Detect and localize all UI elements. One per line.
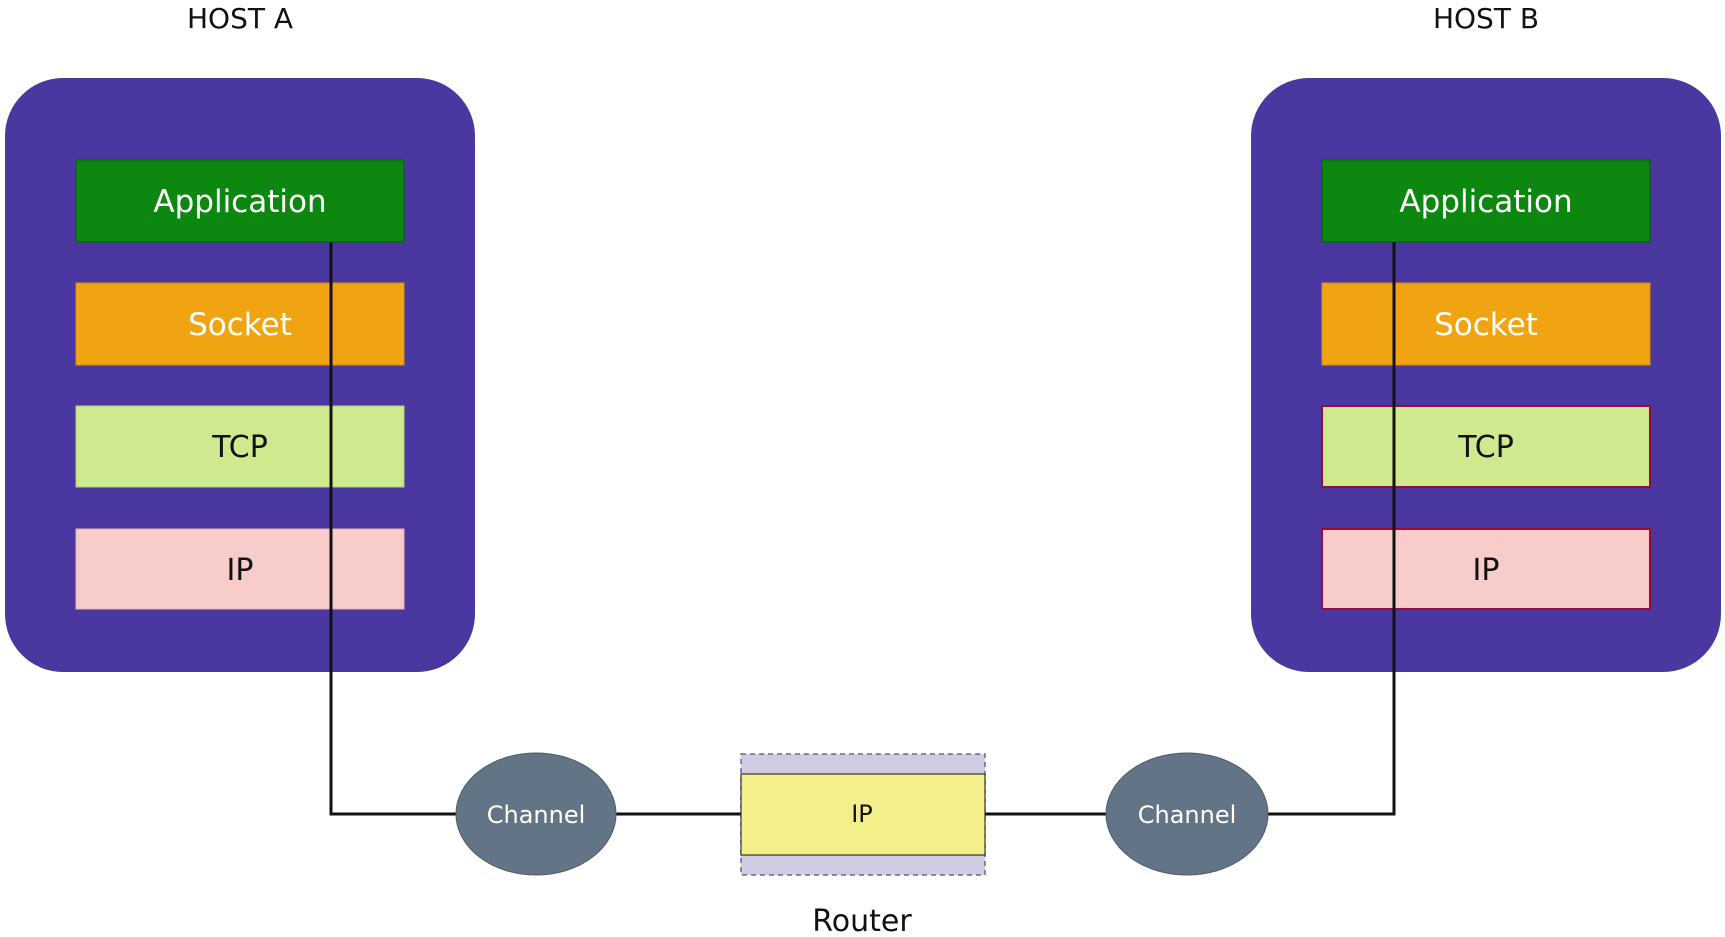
router-ip-layer [740,773,986,856]
right-channel: Channel [1105,752,1269,876]
host-a-tcp-label: TCP [211,430,268,465]
host-a-to-channel-line [329,242,456,816]
router: IP Router [740,753,986,937]
host-b-tcp-layer [1321,405,1651,488]
left-channel: Channel [455,752,617,876]
router-title: Router [812,904,912,937]
host-a-application-layer [75,159,405,243]
right-channel-label: Channel [1138,801,1237,829]
host-a-tcp-layer [75,405,405,488]
host-a-socket-label: Socket [188,307,292,343]
host-b-application-label: Application [1399,184,1572,220]
host-b-ip-label: IP [1473,553,1500,588]
host-a-ip-layer [75,528,405,610]
left-channel-node [455,752,617,876]
host-a-socket-layer [75,282,405,366]
left-channel-label: Channel [487,801,586,829]
host-b-ip-layer [1321,528,1651,610]
host-a-title: HOST A [187,2,293,35]
host-a-ip-label: IP [227,553,254,588]
right-channel-node [1105,752,1269,876]
host-b: HOST B Application Socket TCP IP [1251,2,1721,672]
connection-path [329,242,1396,816]
host-b-application-layer [1321,159,1651,243]
host-b-tcp-label: TCP [1457,430,1514,465]
host-b-title: HOST B [1433,2,1539,35]
host-b-socket-label: Socket [1434,307,1538,343]
channel-to-host-b-line [1268,242,1396,816]
host-b-socket-layer [1321,282,1651,366]
router-ip-label: IP [851,800,873,828]
host-a: HOST A Application Socket TCP IP [5,2,475,672]
host-a-application-label: Application [153,184,326,220]
